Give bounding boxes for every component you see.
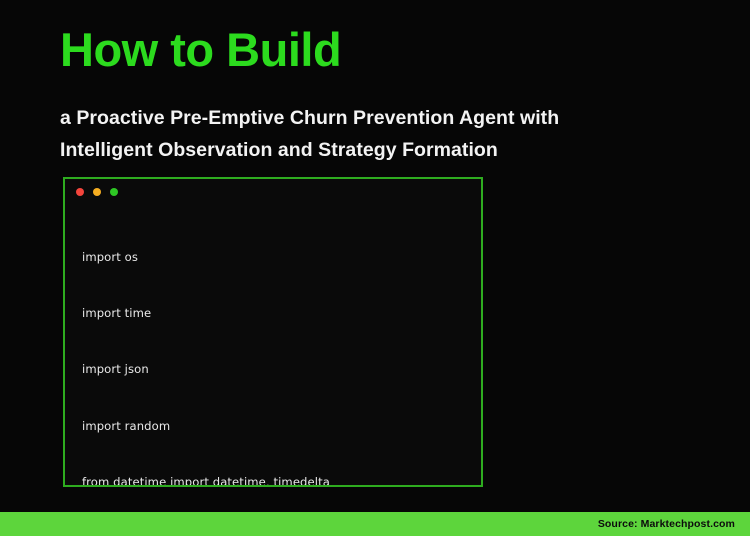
page-subtitle-line-1: a Proactive Pre-Emptive Churn Prevention…	[60, 107, 560, 129]
maximize-button-icon[interactable]	[110, 188, 118, 196]
source-attribution: Source: Marktechpost.com	[597, 518, 735, 530]
minimize-button-icon[interactable]	[93, 188, 101, 196]
footer-bar: Source: Marktechpost.com	[0, 512, 750, 536]
code-block: import os import time import json import…	[82, 210, 475, 485]
window-controls	[76, 188, 118, 196]
page-title: How to Build	[60, 23, 342, 76]
code-window: import os import time import json import…	[63, 177, 483, 487]
code-line: import os	[82, 249, 138, 264]
page-subtitle: a Proactive Pre-Emptive Churn Prevention…	[60, 103, 680, 166]
code-line: from datetime import datetime, timedelta	[82, 475, 330, 487]
code-line: import time	[82, 305, 152, 320]
code-line: import json	[82, 362, 149, 377]
page-subtitle-line-2: Intelligent Observation and Strategy For…	[60, 138, 498, 161]
code-line: import random	[82, 418, 171, 433]
close-button-icon[interactable]	[76, 188, 84, 196]
